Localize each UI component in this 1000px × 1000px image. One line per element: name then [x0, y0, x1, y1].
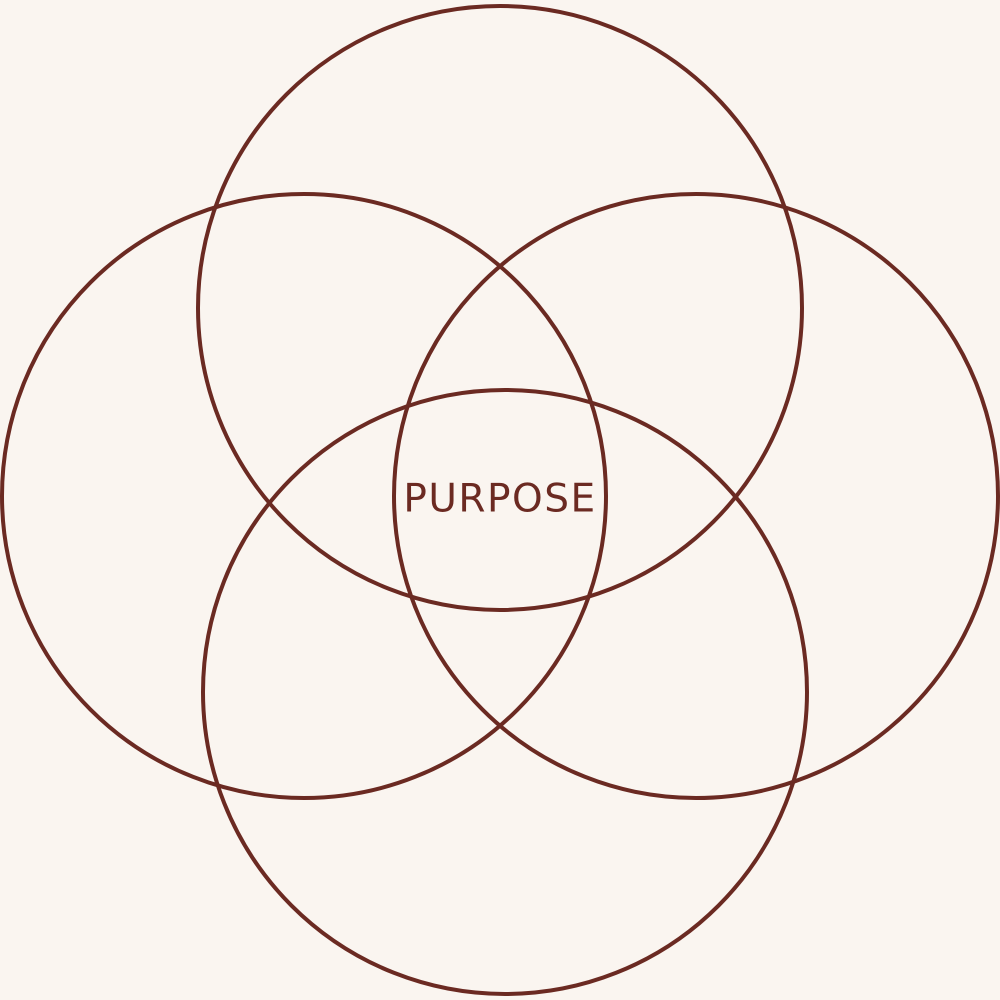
circle-right	[392, 192, 1000, 800]
venn-circles	[0, 4, 1000, 996]
circle-left	[0, 192, 608, 800]
circle-top	[196, 4, 804, 612]
circle-bottom	[201, 388, 809, 996]
center-label: PURPOSE	[403, 477, 596, 522]
